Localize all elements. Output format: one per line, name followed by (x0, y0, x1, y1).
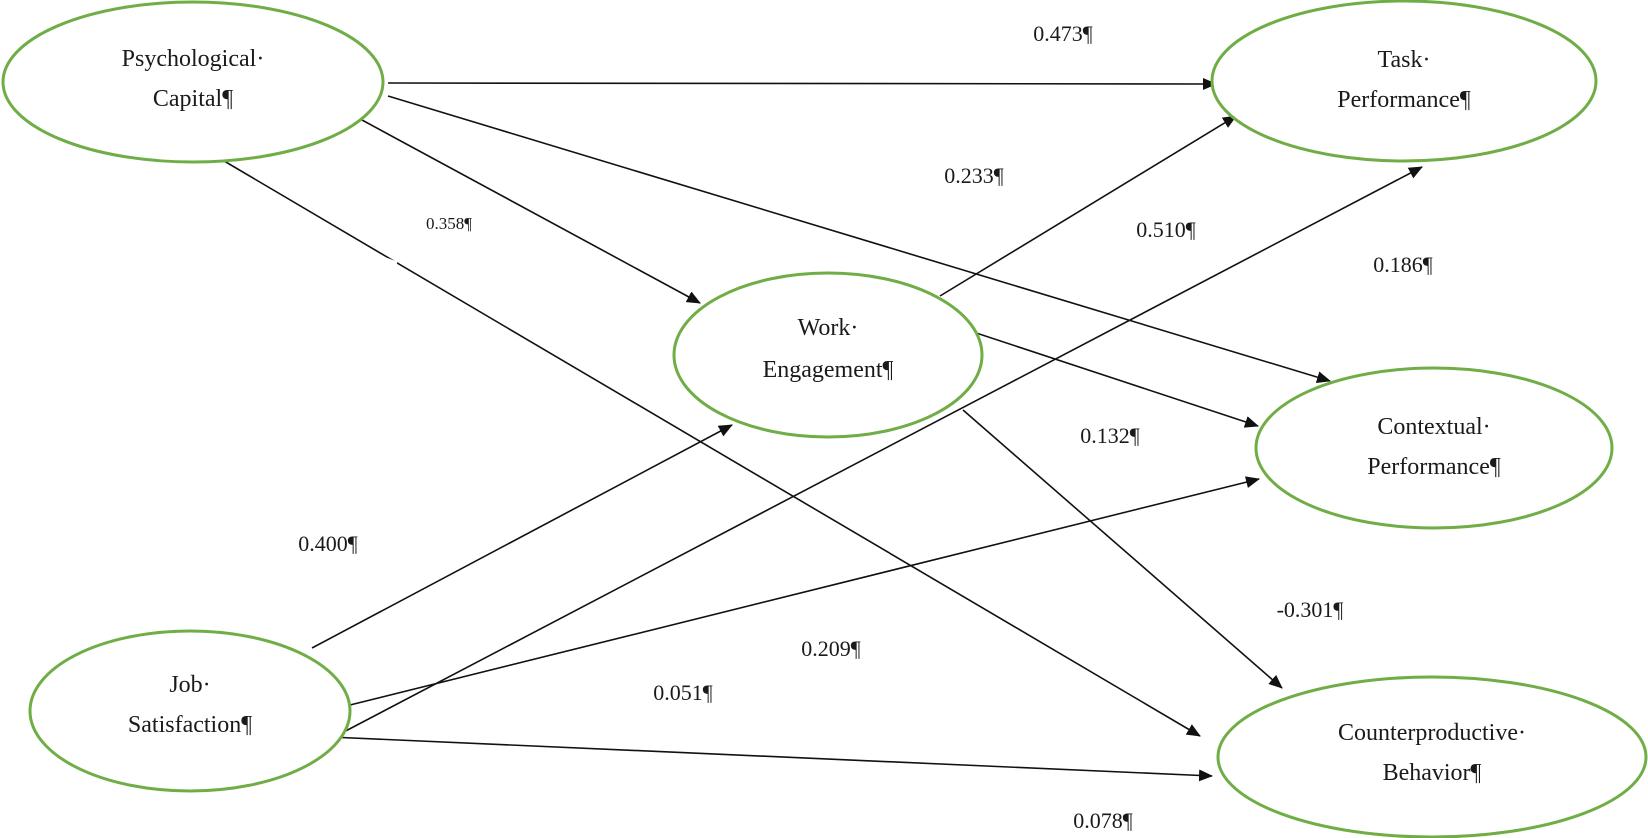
coef-work-contextual: 0.132¶ (1080, 423, 1140, 448)
node-label-line1: Contextual· (1377, 414, 1490, 440)
path-psycap-to-task (387, 77, 1217, 90)
node-label-line1: Job· (169, 672, 210, 698)
path-lines (218, 77, 1423, 782)
ellipse-job-satisfaction (28, 629, 352, 793)
coef-jobsat-work: 0.400¶ (298, 531, 358, 556)
node-label-line2: Satisfaction¶ (128, 712, 252, 738)
node-label-line2: Capital¶ (153, 86, 233, 112)
node-counterproductive-behavior: Counterproductive· Behavior¶ (1216, 675, 1648, 838)
path-work-to-task (939, 115, 1237, 297)
node-label-line2: Performance¶ (1337, 87, 1471, 113)
path-psycap-to-counter (218, 157, 1201, 737)
coef-psycap-contextual: 0.186¶ (1373, 252, 1433, 277)
ellipse-task-performance (1210, 0, 1598, 163)
path-work-to-contextual (951, 324, 1259, 428)
coefficient-labels: 0.473¶ 0.358¶ 0.186¶ 0.051¶ 0.233¶ 0.132… (298, 21, 1433, 833)
coef-work-counter: -0.301¶ (1277, 597, 1344, 622)
path-jobsat-to-counter (329, 736, 1213, 782)
path-psycap-to-contextual (387, 95, 1331, 383)
node-label-line2: Engagement¶ (763, 357, 894, 383)
path-work-to-counter (962, 409, 1283, 689)
node-contextual-performance: Contextual· Performance¶ (1254, 366, 1614, 530)
path-jobsat-to-contextual (349, 476, 1260, 706)
path-jobsat-to-task (295, 166, 1423, 758)
coef-psycap-work: 0.358¶ (426, 214, 472, 233)
node-label-line2: Performance¶ (1367, 454, 1501, 480)
node-work-engagement: Work· Engagement¶ (672, 271, 984, 439)
coef-psycap-task: 0.473¶ (1033, 21, 1093, 46)
node-label-line2: Behavior¶ (1383, 760, 1482, 786)
dash-artifact (385, 257, 398, 265)
coef-jobsat-counter: 0.078¶ (1073, 808, 1133, 833)
node-job-satisfaction: Job· Satisfaction¶ (28, 629, 352, 793)
node-label-line1: Task· (1378, 47, 1431, 73)
ellipse-contextual-performance (1254, 366, 1614, 530)
path-psycap-to-work (361, 119, 701, 304)
node-psychological-capital: Psychological· Capital¶ (1, 0, 385, 164)
node-label-line1: Work· (798, 315, 859, 341)
ellipse-psychological-capital (1, 0, 385, 164)
node-task-performance: Task· Performance¶ (1210, 0, 1598, 163)
coef-psycap-counter: 0.051¶ (653, 680, 713, 705)
path-jobsat-to-work (311, 424, 733, 649)
coef-jobsat-task: 0.510¶ (1136, 217, 1196, 242)
node-label-line1: Counterproductive· (1338, 720, 1526, 746)
ellipse-counterproductive-behavior (1216, 675, 1648, 838)
coef-work-task: 0.233¶ (944, 163, 1004, 188)
coef-jobsat-contextual: 0.209¶ (801, 636, 861, 661)
ellipse-work-engagement (672, 271, 984, 439)
node-label-line1: Psychological· (122, 46, 265, 72)
